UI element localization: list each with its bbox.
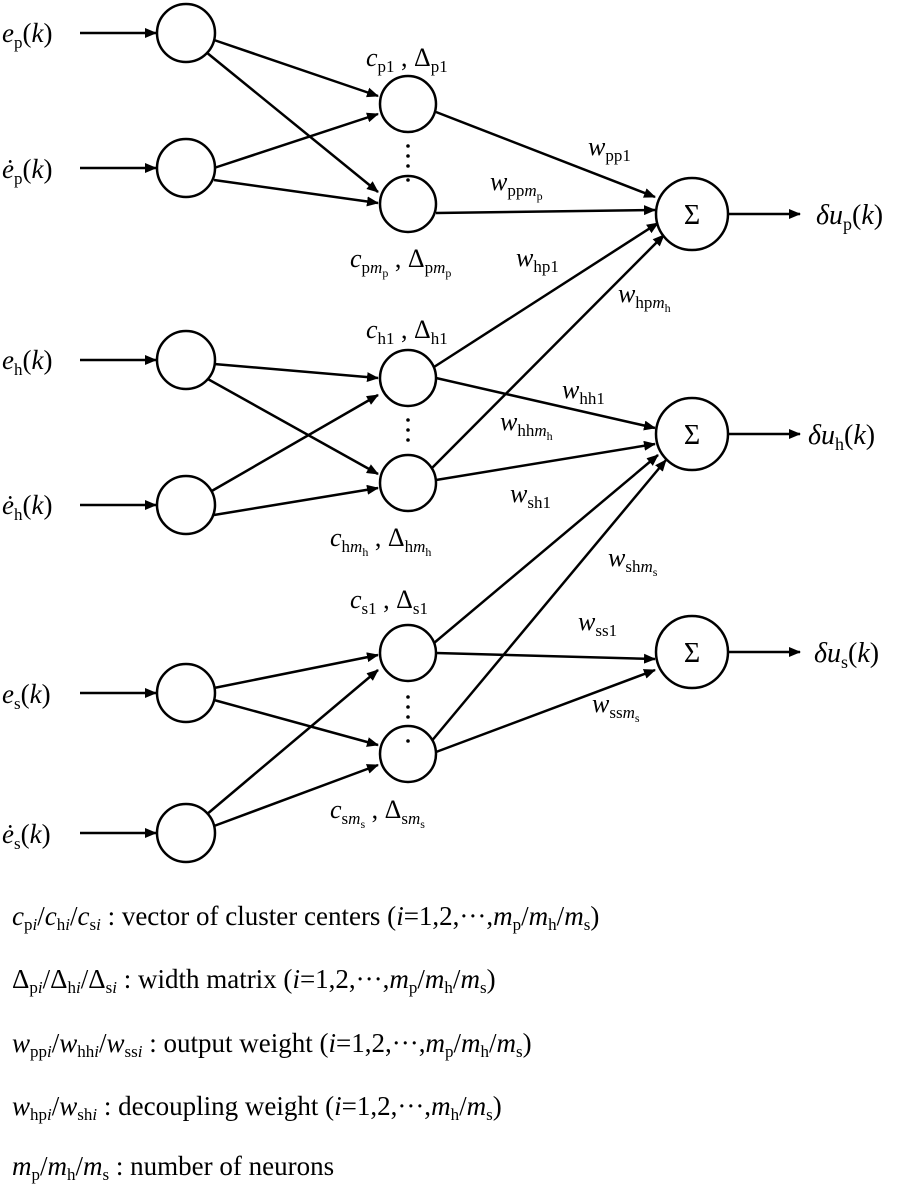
edge-hm-sum-p: [429, 234, 665, 471]
label-w-hp1: whp1: [516, 243, 559, 276]
hidden-node-p1: [378, 74, 438, 134]
rbf-network-diagram: Σ Σ Σ ep(k) ėp(k) eh(k) ėh(k) es(k) ės(k…: [2, 2, 883, 864]
label-w-ss1: wss1: [578, 607, 617, 640]
input-node-ehd: [155, 474, 217, 536]
edge-ep-pm: [205, 51, 379, 193]
legend-decoupling-desc: : decoupling weight (: [103, 1091, 335, 1121]
hidden-nodes: [378, 74, 438, 784]
label-w-hpmh: whpmh: [618, 279, 671, 315]
sum-nodes: Σ Σ Σ: [654, 176, 730, 690]
hidden-node-sm: [378, 724, 438, 784]
output-label-h: δuh(k): [808, 420, 875, 454]
edge-eh-h1: [213, 362, 379, 383]
output-arrows: [729, 209, 801, 657]
label-w-ppmp: wppmp: [490, 167, 543, 203]
sum-node-s: [654, 614, 730, 690]
input-labels: ep(k) ėp(k) eh(k) ėh(k) es(k) ės(k): [2, 18, 52, 853]
hidden-labels: cp1 , Δp1 cpmp , Δpmp ch1 , Δh1 chmh , Δ…: [330, 43, 451, 831]
hidden-node-hm: [378, 453, 438, 513]
label-c-h1: ch1 , Δh1: [366, 315, 448, 348]
hidden-node-s1: [378, 623, 438, 683]
edge-ehd-h1: [209, 393, 379, 494]
output-labels: δup(k) δuh(k) δus(k): [808, 200, 883, 672]
input-label-esd: ės(k): [2, 819, 51, 853]
output-label-s: δus(k): [814, 638, 879, 672]
label-w-pp1: wpp1: [588, 132, 631, 165]
label-c-pmp: cpmp , Δpmp: [350, 244, 451, 280]
edge-epd-pm: [213, 178, 379, 207]
label-c-hmh: chmh , Δhmh: [330, 523, 431, 559]
edge-h1-sum-h: [435, 376, 656, 431]
input-node-epd: [155, 137, 217, 199]
legend-neurons-desc: : number of neurons: [115, 1151, 335, 1181]
label-c-p1: cp1 , Δp1: [366, 43, 448, 76]
legend-output-desc: : output weight (: [149, 1028, 329, 1058]
sum-node-p: [654, 176, 730, 252]
legend-centers: cpi/chi/csi : vector of cluster centers …: [12, 901, 600, 934]
edge-esd-s1: [205, 669, 379, 816]
sum-symbol-h: Σ: [684, 420, 700, 451]
input-node-es: [155, 662, 217, 724]
label-w-hh1: whh1: [562, 375, 605, 408]
legend-neurons: mp/mh/ms : number of neurons: [12, 1151, 335, 1184]
hidden-node-pm: [378, 174, 438, 234]
edge-p1-sum-p: [435, 110, 656, 199]
legend-output: wppi/whhi/wssi : output weight (i=1,2,··…: [12, 1028, 532, 1061]
label-w-shms: wshms: [608, 543, 658, 579]
label-w-sh1: wsh1: [510, 479, 551, 512]
label-c-sms: csms , Δsms: [330, 795, 425, 831]
edge-es-s1: [213, 652, 379, 690]
label-c-s1: cs1 , Δs1: [350, 585, 428, 618]
legend-width: Δpi/Δhi/Δsi : width matrix (i=1,2,···,mp…: [12, 964, 496, 997]
sum-symbol-p: Σ: [684, 200, 700, 231]
input-hidden-connections: [205, 38, 379, 828]
edge-ehd-hm: [213, 484, 379, 517]
edge-h1-sum-p: [433, 221, 659, 369]
edge-pm-sum-p: [435, 205, 656, 216]
edge-sm-sum-h: [429, 459, 667, 744]
input-label-eh: eh(k): [2, 345, 52, 379]
input-node-eh: [155, 329, 217, 391]
input-label-epd: ėp(k): [2, 154, 52, 188]
label-w-hhmh: whhmh: [500, 407, 553, 443]
sum-node-h: [654, 396, 730, 472]
edge-ep-p1: [213, 38, 379, 98]
label-w-ssms: wssms: [592, 689, 640, 725]
legend-decoupling: whpi/wshi : decoupling weight (i=1,2,···…: [12, 1091, 502, 1124]
edge-sm-sum-s: [435, 668, 656, 754]
edge-s1-sum-h: [433, 454, 659, 644]
output-label-p: δup(k): [816, 200, 883, 234]
edge-epd-p1: [213, 112, 379, 170]
input-node-esd: [155, 802, 217, 864]
legend-width-desc: : width matrix (: [123, 964, 293, 994]
edge-es-sm: [213, 698, 379, 747]
input-label-ep: ep(k): [2, 18, 52, 52]
input-label-es: es(k): [2, 679, 51, 713]
input-label-ehd: ėh(k): [2, 490, 52, 524]
edge-eh-hm: [205, 376, 379, 476]
input-node-ep: [155, 2, 217, 64]
ellipsis-dots: [406, 144, 410, 743]
edge-s1-sum-s: [435, 651, 656, 664]
sum-symbol-s: Σ: [684, 638, 700, 669]
legend-centers-desc: : vector of cluster centers (: [107, 901, 397, 931]
input-nodes: [155, 2, 217, 864]
weight-labels: wpp1 wppmp whp1 whpmh whh1 whhmh wsh1 ws…: [490, 132, 671, 725]
hidden-output-connections: [429, 110, 667, 754]
edge-hm-sum-h: [435, 440, 656, 482]
hidden-node-h1: [378, 348, 438, 408]
edge-esd-sm: [213, 763, 379, 828]
input-arrows: [80, 28, 157, 838]
